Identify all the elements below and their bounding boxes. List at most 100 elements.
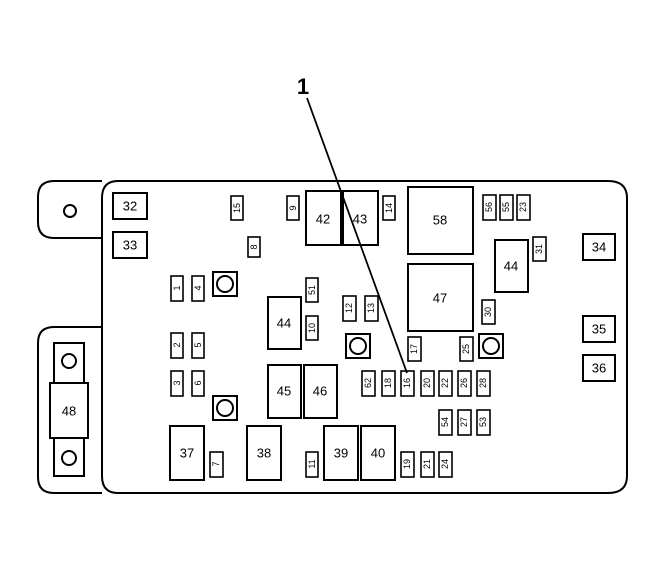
relay-58 — [407, 186, 474, 255]
fuse-56-label: 56 — [484, 202, 494, 212]
fuse-34 — [582, 233, 616, 261]
relay-47 — [407, 263, 474, 332]
fuse-56 — [482, 194, 497, 221]
fuse-1 — [170, 275, 184, 302]
relay-37 — [169, 425, 205, 481]
fuse-16 — [400, 370, 415, 397]
fuse-7-label: 7 — [211, 461, 221, 466]
relay-37-label: 37 — [180, 446, 194, 461]
relay-47-label: 47 — [433, 291, 447, 306]
fuse-10 — [305, 315, 319, 341]
fuse-35 — [582, 315, 616, 343]
relay-42 — [305, 190, 342, 246]
fuse-22-label: 22 — [440, 378, 450, 388]
fuse-25-label: 25 — [461, 344, 471, 354]
relay-46 — [303, 364, 338, 419]
fuse-14-label: 14 — [384, 203, 394, 213]
fuse-26 — [457, 370, 472, 397]
callout-leader-line — [306, 97, 408, 374]
fuse-62 — [361, 370, 376, 397]
fuse-1-label: 1 — [172, 285, 182, 290]
fuse-17-label: 17 — [409, 344, 419, 354]
fuse-33-label: 33 — [123, 238, 137, 253]
fuse-22 — [438, 370, 453, 397]
fuse-30 — [481, 299, 496, 325]
fuse-31 — [532, 236, 547, 262]
fuse-20-label: 20 — [422, 378, 432, 388]
fuse-36 — [582, 354, 616, 382]
fuse-31-label: 31 — [534, 244, 544, 254]
fuse-36-label: 36 — [592, 361, 606, 376]
relay-43-label: 43 — [353, 212, 367, 227]
fuse-18-label: 18 — [383, 378, 393, 388]
fuse-3 — [170, 370, 184, 397]
fuse-35-label: 35 — [592, 322, 606, 337]
fuse-4 — [191, 275, 205, 302]
fuse-18 — [381, 370, 396, 397]
relay-44-right-label: 44 — [504, 259, 518, 274]
fuse-8-label: 8 — [249, 244, 259, 249]
fuse-24 — [438, 451, 453, 478]
fuse-6 — [191, 370, 205, 397]
fuse-23-label: 23 — [518, 202, 528, 212]
fuse-8 — [247, 236, 261, 258]
fuse-15 — [230, 195, 244, 221]
fuse-15-label: 15 — [232, 203, 242, 213]
fuse-55 — [499, 194, 514, 221]
relay-44-left-label: 44 — [277, 316, 291, 331]
fuse-48 — [49, 342, 89, 477]
fuse-32-label: 32 — [123, 199, 137, 214]
fuse-21 — [420, 451, 435, 478]
fuse-2 — [170, 332, 184, 359]
relay-40 — [360, 425, 396, 481]
fuse-11 — [305, 451, 319, 478]
fuse-13 — [364, 295, 379, 322]
fuse-54 — [438, 409, 453, 436]
relay-44-left — [267, 296, 302, 350]
fuse-28-label: 28 — [478, 378, 488, 388]
fuse-27-label: 27 — [459, 417, 469, 427]
callout-number: 1 — [297, 74, 309, 99]
fuse-19 — [400, 451, 415, 478]
fuse-14 — [382, 195, 396, 221]
fuse-53 — [476, 409, 491, 436]
fuse-5-label: 5 — [193, 342, 203, 347]
fuse-4-label: 4 — [193, 285, 203, 290]
fuse-5 — [191, 332, 205, 359]
relay-45-label: 45 — [277, 384, 291, 399]
fuse-25 — [459, 336, 474, 362]
relay-44-right — [494, 239, 529, 293]
fuse-16-label: 16 — [402, 378, 412, 388]
relay-46-label: 46 — [313, 384, 327, 399]
fuse-2-label: 2 — [172, 342, 182, 347]
mounting-tab-left — [37, 326, 102, 494]
fuse-51-label: 51 — [307, 285, 317, 295]
fuse-34-label: 34 — [592, 240, 606, 255]
fuse-9-label: 9 — [288, 205, 298, 210]
fuse-32 — [112, 192, 148, 220]
relay-40-label: 40 — [371, 446, 385, 461]
relay-38-label: 38 — [257, 446, 271, 461]
fuse-33 — [112, 231, 148, 259]
fuse-21-label: 21 — [422, 459, 432, 469]
fuse-12-label: 12 — [344, 303, 354, 313]
relay-39-label: 39 — [334, 446, 348, 461]
relay-58-label: 58 — [433, 213, 447, 228]
diode-3 — [478, 333, 504, 359]
fuse-7 — [209, 451, 224, 478]
fuse-11-label: 11 — [307, 459, 317, 468]
fuse-9 — [286, 195, 300, 221]
fuse-12 — [342, 295, 357, 322]
fuse-6-label: 6 — [193, 380, 203, 385]
fuse-30-label: 30 — [483, 307, 493, 317]
fuse-10-label: 10 — [307, 323, 317, 333]
fuse-19-label: 19 — [402, 459, 412, 469]
fuse-block-housing — [101, 180, 628, 494]
fuse-55-label: 55 — [501, 202, 511, 212]
fuse-17 — [407, 336, 422, 362]
mounting-hole — [63, 204, 77, 218]
relay-38 — [246, 425, 282, 481]
fuse-20 — [420, 370, 435, 397]
fuse-48-label: 48 — [62, 404, 76, 419]
fuse-26-label: 26 — [459, 378, 469, 388]
